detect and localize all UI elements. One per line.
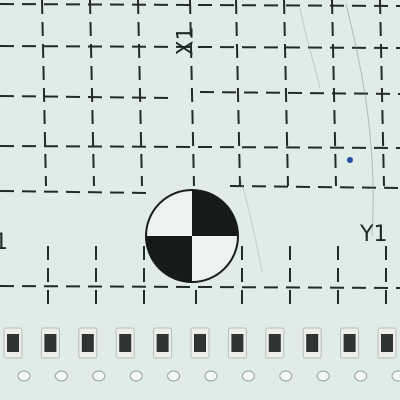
tape-hole-row [17,370,400,382]
tape-hole [17,370,31,382]
smd-component-pad [44,334,57,352]
grid-line-vertical [331,0,337,187]
grid-line-vertical [89,0,95,187]
smd-component-pad [306,334,319,352]
smd-component-pad [81,334,94,352]
smd-component-pad [7,334,19,352]
grid-line-horizontal [0,95,171,99]
tape-hole [316,370,330,382]
smd-component-pad [194,334,206,352]
smd-component-pad [156,334,169,352]
grid-line-vertical [41,0,47,187]
tape-hole [279,370,293,382]
grid-line-horizontal [199,91,400,95]
tape-hole [391,370,400,382]
grid-line-horizontal [0,285,400,289]
tape-hole [54,370,68,382]
grid-line-horizontal [0,145,400,149]
tape-hole [167,370,181,382]
left-partial-label: 1 [0,230,8,255]
y-axis-label: Y1 [360,222,388,247]
registration-target [145,189,239,283]
grid-line-horizontal [0,3,400,7]
x-axis-label: X1 [173,26,199,56]
target-quadrant-top-right [192,190,238,236]
grid-line-horizontal [0,190,151,194]
grid-line-vertical [379,0,385,187]
grid-line-horizontal [229,185,400,189]
smd-component-pad [381,334,393,352]
grid-line-vertical [137,0,143,187]
dashed-grid [0,0,400,312]
smd-component-pad [343,334,356,352]
smd-component-pad [119,334,132,352]
grid-line-vertical [235,0,241,187]
blue-dot [347,157,353,163]
smd-component-row [3,327,397,359]
tape-hole [92,370,106,382]
target-quadrant-bottom-left [146,236,192,282]
grid-line-vertical [283,0,289,187]
tape-hole [129,370,143,382]
tape-hole [204,370,218,382]
grid-line-vertical [189,0,195,187]
scratches [239,3,374,273]
tape-hole [354,370,368,382]
smd-component-pad [231,334,244,352]
tape-hole [241,370,255,382]
smd-component-pad [268,334,281,352]
